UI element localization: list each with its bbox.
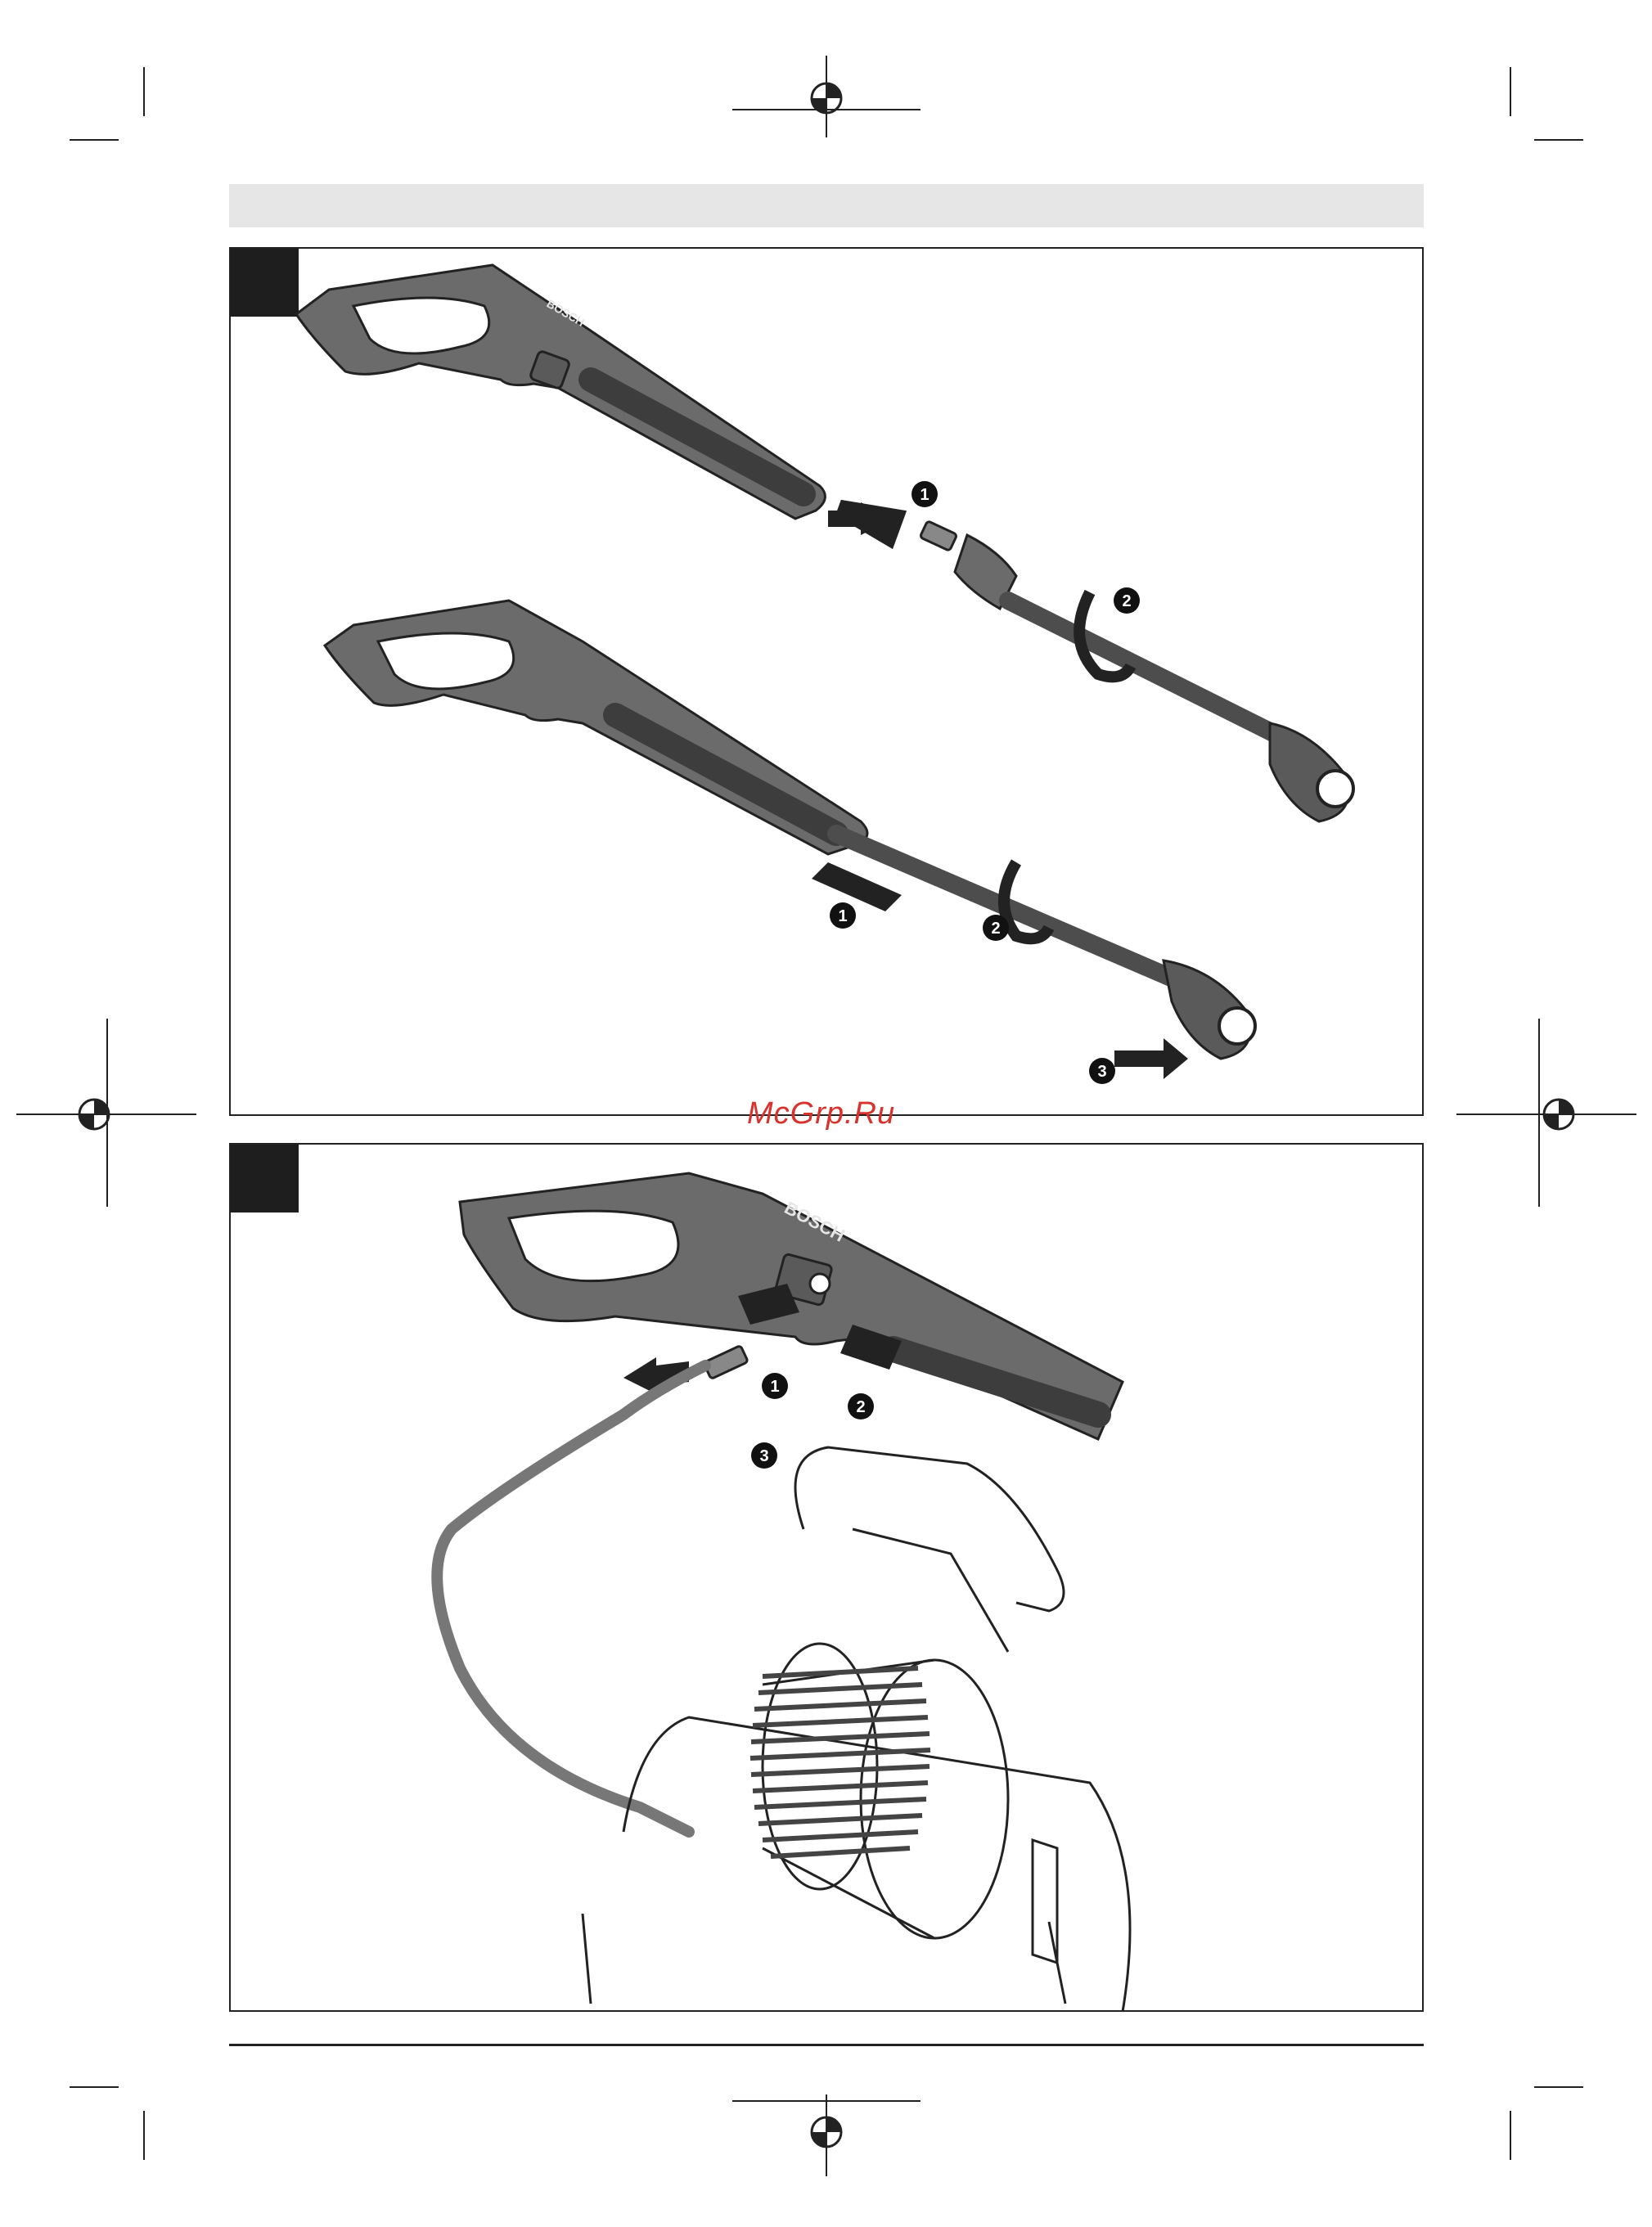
svg-text:1: 1 (838, 907, 847, 925)
crop-mark (1534, 139, 1583, 141)
crosshair-registration-icon (1456, 1072, 1636, 1154)
header-band (229, 184, 1424, 227)
crop-mark (143, 2111, 145, 2160)
step-badge: 3 (1089, 1058, 1115, 1084)
crosshair-registration-icon (732, 2094, 921, 2176)
figure-panel-b: BOSCH 1 2 3 (229, 1143, 1424, 2012)
figure-a-illustration: BOSCH 1 2 1 2 3 (231, 249, 1425, 1118)
step-badge: 2 (983, 915, 1009, 941)
crop-mark (70, 139, 119, 141)
svg-text:3: 3 (759, 1447, 768, 1465)
crop-mark (1510, 2111, 1511, 2160)
crosshair-registration-icon (732, 56, 921, 137)
crosshair-registration-icon (16, 1072, 196, 1154)
high-pressure-hose (437, 1345, 748, 1832)
svg-text:1: 1 (920, 486, 929, 504)
svg-text:2: 2 (856, 1398, 865, 1416)
spray-lance-upper (920, 521, 1353, 821)
figure-panel-a: BOSCH 1 2 1 2 3 (229, 247, 1424, 1116)
pressure-washer-machine (583, 1447, 1130, 2012)
spray-gun-bottom (325, 601, 1255, 1059)
hose-reel-coils (750, 1668, 930, 1856)
step-badge: 1 (912, 481, 938, 507)
push-arrow-icon (1114, 1038, 1188, 1079)
step-badge: 2 (848, 1393, 874, 1419)
step-badge: 2 (1114, 587, 1140, 614)
step-badge: 3 (751, 1442, 777, 1469)
svg-text:3: 3 (1097, 1063, 1106, 1081)
svg-text:2: 2 (1122, 592, 1131, 610)
figure-b-illustration: BOSCH 1 2 3 (231, 1145, 1425, 2013)
push-arrow-icon (812, 862, 902, 911)
crop-mark (70, 2086, 119, 2088)
footer-rule (229, 2044, 1424, 2046)
push-arrow-icon (831, 488, 907, 549)
svg-text:1: 1 (770, 1378, 779, 1396)
step-badge: 1 (762, 1373, 788, 1399)
step-badge: 1 (830, 902, 856, 929)
crop-mark (1510, 67, 1511, 116)
watermark: McGrp.Ru (747, 1096, 895, 1131)
svg-text:2: 2 (991, 920, 1000, 938)
crop-mark (143, 67, 145, 116)
crop-mark (1534, 2086, 1583, 2088)
